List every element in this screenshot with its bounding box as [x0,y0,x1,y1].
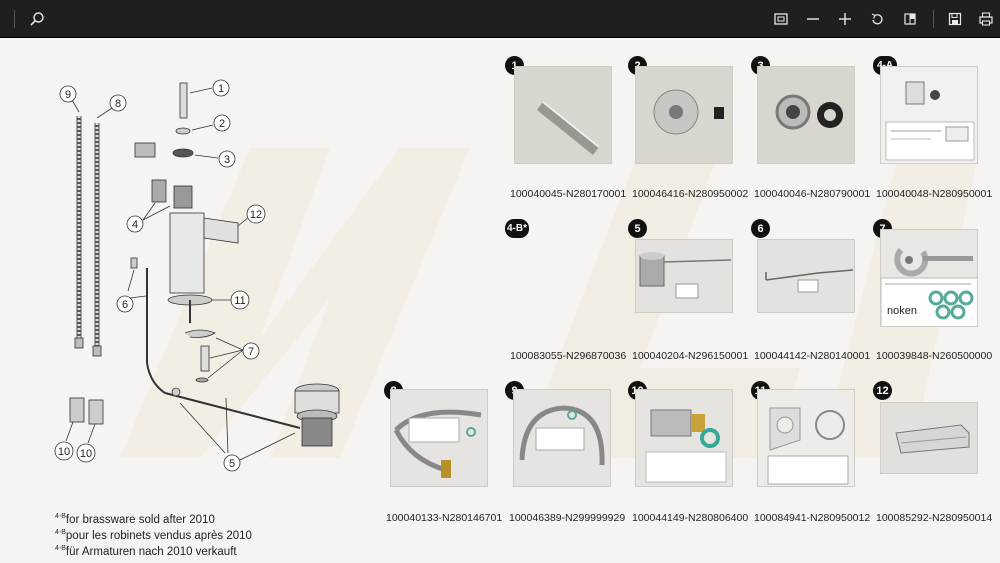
callout-4: 4 [126,215,144,233]
callout-7: 7 [242,342,260,360]
part-number-badge: 12 [873,381,892,400]
svg-text:6: 6 [122,299,128,311]
hose-8-nut [92,345,102,357]
print-icon[interactable] [976,9,996,29]
zoom-in-icon[interactable] [835,9,855,29]
part-code: 100040048-N280950001 [876,188,993,200]
part-7-stud [200,345,210,372]
part-photo [757,66,855,164]
part-number-badge: 6 [751,219,770,238]
part-3-ring [172,148,194,158]
callout-10a: 10 [54,441,74,461]
part-1-rod [179,82,188,119]
part-photo [880,66,978,164]
part-code: 100040133-N280146701 [386,512,503,524]
exploded-parts-diagram: 9 8 1 2 3 4 12 6 11 7 5 10 10 [54,79,340,472]
part-photo [513,389,611,487]
faucet-body [169,212,205,294]
part-code: 100083055-N296870036 [510,350,627,362]
svg-text:7: 7 [248,346,254,358]
callout-11: 11 [230,290,250,310]
svg-text:8: 8 [115,98,121,110]
part-7-clip [184,329,216,338]
part-4a [134,142,156,158]
two-page-icon[interactable] [900,9,920,29]
callout-6: 6 [116,295,134,313]
part-4-cartridge [173,185,193,209]
part-photo [757,239,855,313]
part-10-adapter-a [69,397,85,423]
part-code: 100040204-N296150001 [632,350,749,362]
callout-2: 2 [213,114,231,132]
footnote-en: 4-Bfor brassware sold after 2010 [55,513,215,526]
callout-5: 5 [223,454,241,472]
diagram-callouts: 9 8 1 2 3 4 12 6 11 7 5 10 10 [54,79,266,472]
part-10-adapter-b [88,399,104,425]
callout-12: 12 [246,204,266,224]
rotate-icon[interactable] [867,9,887,29]
part-photo [514,66,612,164]
callout-3: 3 [218,150,236,168]
part-photo [635,389,733,487]
part-code: 100044149-N280806400 [632,512,749,524]
svg-text:3: 3 [224,154,230,166]
part-number-badge: 5 [628,219,647,238]
part-4b [151,179,167,203]
toolbar-divider [14,10,15,28]
svg-text:10: 10 [80,448,92,460]
fit-page-icon[interactable] [771,9,791,29]
part-number-badge: 4-B* [505,219,529,238]
viewer-toolbar [0,0,1000,38]
pop-up-rod [164,392,301,429]
faucet-spout [203,217,239,244]
photo-brand-label: noken [887,305,917,317]
svg-text:11: 11 [234,295,245,307]
part-code: 100046389-N299999929 [509,512,626,524]
part-code: 100039848-N260500000 [876,350,993,362]
footnote-de: 4-Bfür Armaturen nach 2010 verkauft [55,545,237,558]
hose-9-nut [74,337,84,349]
svg-text:2: 2 [219,118,225,130]
part-6-knob [130,257,138,269]
document-page: 9 8 1 2 3 4 12 6 11 7 5 10 10 4-Bfor bra… [0,38,1000,563]
footnote-fr: 4-Bpour les robinets vendus après 2010 [55,529,252,542]
part-code: 100044142-N280140001 [754,350,871,362]
toolbar-divider [933,10,934,28]
part-photo [880,402,978,474]
search-icon[interactable] [27,9,47,29]
part-code: 100040046-N280790001 [754,188,871,200]
part-code: 100040045-N280170001 [510,188,627,200]
svg-text:12: 12 [250,209,262,221]
part-photo [390,389,488,487]
part-photo [757,389,855,487]
svg-text:5: 5 [229,458,235,470]
part-code: 100084941-N280950012 [754,512,871,524]
zoom-out-icon[interactable] [803,9,823,29]
svg-text:9: 9 [65,89,71,101]
part-photo [635,239,733,313]
svg-text:10: 10 [58,446,70,458]
svg-text:4: 4 [132,219,138,231]
svg-text:1: 1 [218,83,224,95]
save-icon[interactable] [945,9,965,29]
callout-10b: 10 [76,443,96,463]
part-code: 100046416-N280950002 [632,188,749,200]
callout-9: 9 [59,85,77,103]
part-code: 100085292-N280950014 [876,512,993,524]
part-photo: noken [880,229,978,327]
callout-1: 1 [212,79,230,97]
part-2-washer [175,127,191,135]
waste-thread [301,417,333,447]
part-photo [635,66,733,164]
callout-8: 8 [109,94,127,112]
